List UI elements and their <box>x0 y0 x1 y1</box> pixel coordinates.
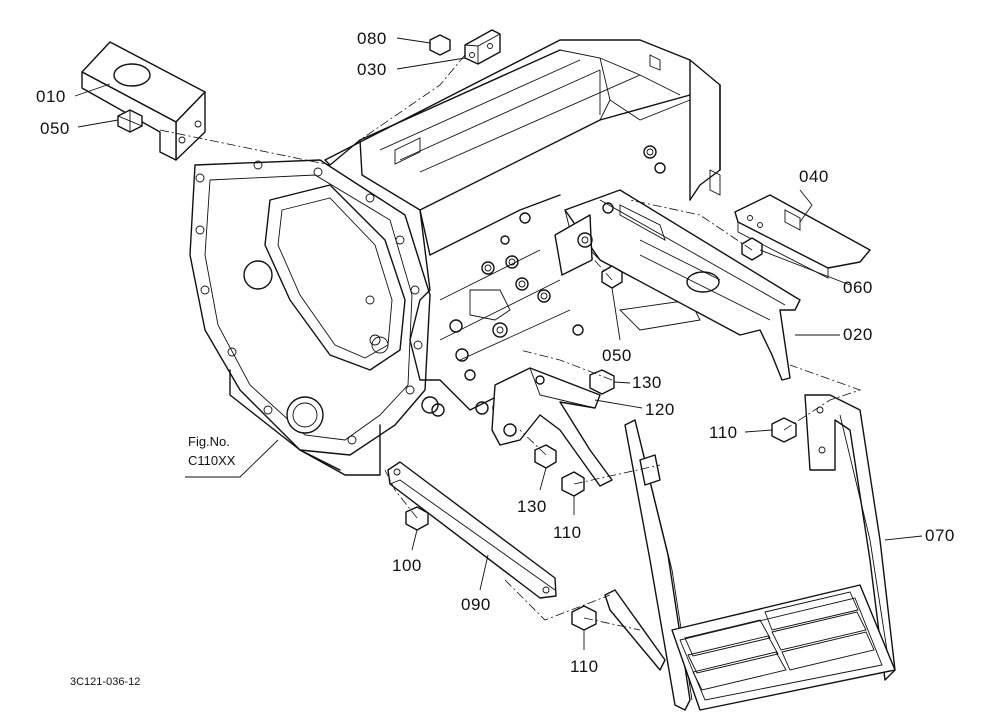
bolt-050-upper <box>117 109 143 133</box>
callout-020: 020 <box>843 325 873 344</box>
callout-110-right: 110 <box>709 423 738 442</box>
bolt-110-middle <box>561 471 585 497</box>
callout-100: 100 <box>392 556 422 575</box>
callout-040: 040 <box>799 167 829 186</box>
stay-090 <box>387 461 557 599</box>
callout-130-upper: 130 <box>632 373 662 392</box>
callout-010: 010 <box>36 87 66 106</box>
bell-housing-flange <box>189 159 439 456</box>
leader-lines <box>74 37 923 650</box>
callout-120: 120 <box>645 400 675 419</box>
callout-110-middle: 110 <box>553 523 582 542</box>
drawing-code: 3C121-036-12 <box>70 676 141 688</box>
callout-070: 070 <box>925 526 955 545</box>
bolt-100 <box>405 506 429 531</box>
bracket-120 <box>491 367 613 487</box>
assembly-lines <box>159 54 862 631</box>
callout-080: 080 <box>357 29 387 48</box>
bracket-010 <box>81 41 206 161</box>
bracket-030 <box>464 29 501 65</box>
bolt-060 <box>741 237 763 261</box>
callout-060: 060 <box>843 278 873 297</box>
callout-050: 050 <box>40 119 70 138</box>
plate-040 <box>734 194 871 279</box>
callout-110-lower: 110 <box>570 657 599 676</box>
fig-ref-number: C110XX <box>188 453 236 468</box>
step-frame-070 <box>604 394 896 711</box>
bolt-080 <box>429 34 451 56</box>
callout-090: 090 <box>461 595 491 614</box>
step-bracket-020 <box>554 189 801 381</box>
bolt-130-lower <box>534 444 557 469</box>
callout-030: 030 <box>357 60 387 79</box>
bolt-130-upper <box>589 369 615 395</box>
bolt-050-middle <box>601 265 623 289</box>
callout-050-middle: 050 <box>602 346 632 365</box>
fig-ref-label: Fig.No. <box>188 434 230 449</box>
callout-130-lower: 130 <box>517 497 547 516</box>
